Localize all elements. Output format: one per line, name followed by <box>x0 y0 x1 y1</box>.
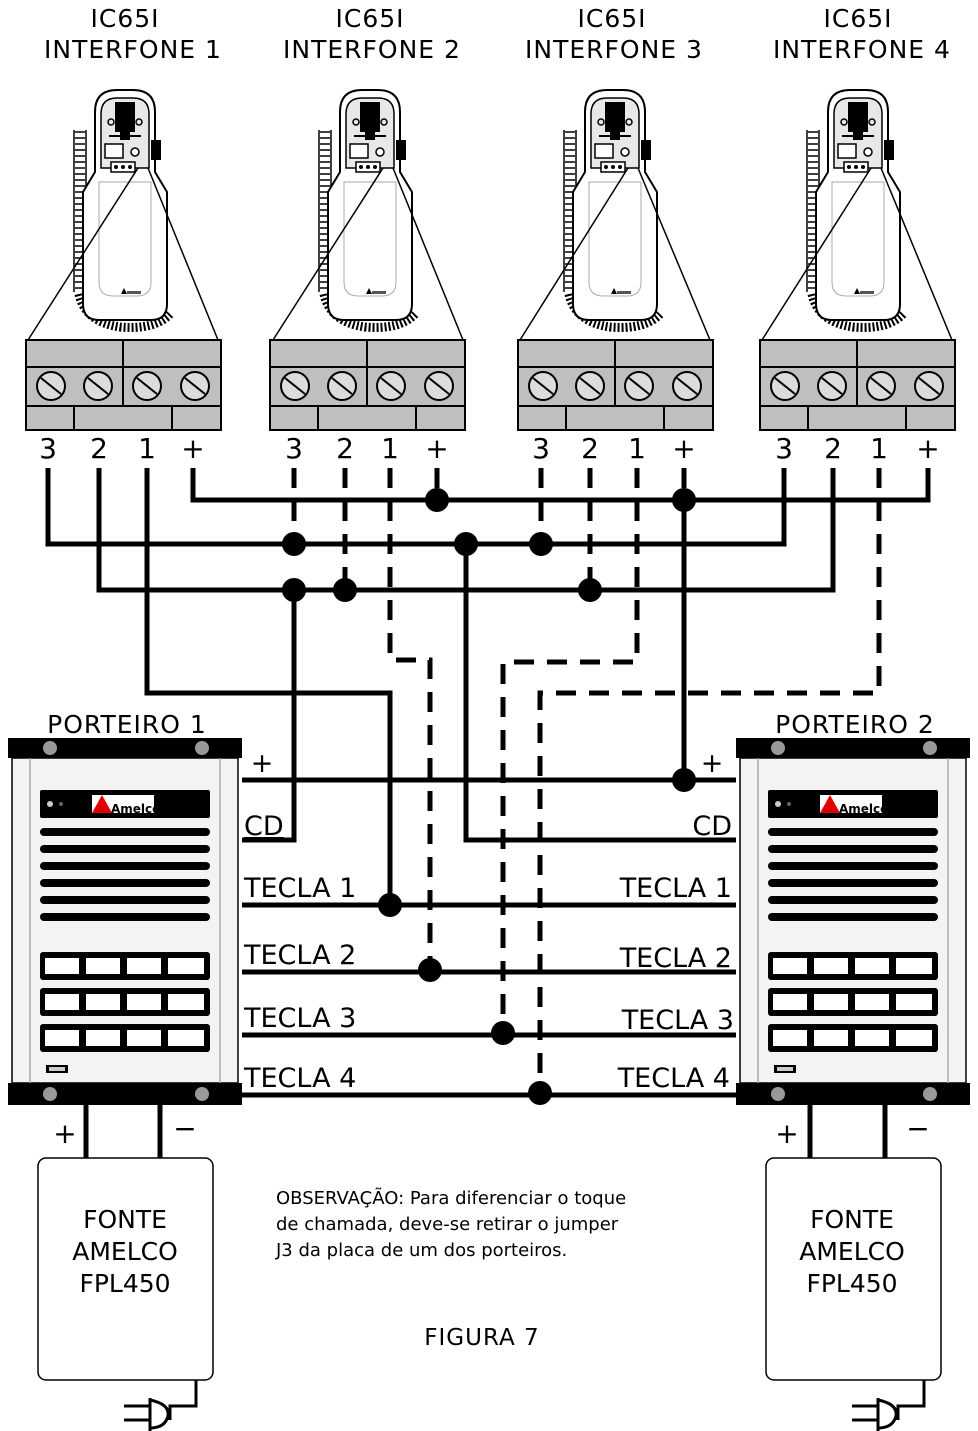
note-line-2: de chamada, deve-se retirar o jumper <box>276 1214 619 1235</box>
wire-3-bus <box>45 468 787 547</box>
porteiro-2-brand: Amelco <box>839 802 888 816</box>
fonte-2-minus-sign: − <box>906 1112 929 1145</box>
terminal-label: 3 <box>775 432 793 465</box>
junction-dot <box>378 893 402 917</box>
observation-note: OBSERVAÇÃO: Para diferenciar o toque de … <box>275 1187 626 1261</box>
fonte-2-plus-sign: + <box>775 1117 798 1150</box>
terminal-labels: 3 2 1 + 3 2 1 + 3 2 1 + 3 2 1 + <box>39 432 940 465</box>
terminal-label: + <box>181 432 204 465</box>
junction-dot <box>578 578 602 602</box>
terminal-label: + <box>425 432 448 465</box>
interfone-4-model: IC65I <box>823 4 892 33</box>
interfone-3-model: IC65I <box>577 4 646 33</box>
wire-1-interfone-3 <box>500 468 640 1033</box>
junction-dot <box>454 532 478 556</box>
junction-dot <box>282 578 306 602</box>
fonte-1: FONTE AMELCO FPL450 <box>37 1157 214 1431</box>
terminal-label: 3 <box>39 432 57 465</box>
interfone-2-name: INTERFONE 2 <box>283 35 461 64</box>
terminal-block-2 <box>269 339 466 431</box>
bus-labels: + + CD CD TECLA 1 TECLA 1 TECLA 2 TECLA … <box>243 748 734 1094</box>
label-tecla-3-right: TECLA 3 <box>621 1005 734 1036</box>
label-tecla-3-left: TECLA 3 <box>243 1003 356 1034</box>
label-tecla-2-left: TECLA 2 <box>243 940 356 971</box>
note-line-1: OBSERVAÇÃO: Para diferenciar o toque <box>276 1187 626 1209</box>
terminal-label: 1 <box>138 432 156 465</box>
porteiro-1-brand: Amelco <box>111 802 160 816</box>
interfone-2-model: IC65I <box>335 4 404 33</box>
junction-dot <box>333 578 357 602</box>
wire-2-bus <box>96 468 836 593</box>
terminal-label: + <box>672 432 695 465</box>
plug-icon <box>124 1380 198 1431</box>
terminal-label: 3 <box>285 432 303 465</box>
fonte-1-line3: FPL450 <box>79 1269 170 1298</box>
terminal-label: 2 <box>90 432 108 465</box>
label-tecla-1-left: TECLA 1 <box>243 873 356 904</box>
junction-dot <box>418 958 442 982</box>
fonte-1-line1: FONTE <box>83 1205 167 1234</box>
terminal-label: + <box>916 432 939 465</box>
terminal-block-3 <box>517 339 714 431</box>
porteiro-1: PORTEIRO 1 Amelco <box>7 710 243 1106</box>
fonte-1-line2: AMELCO <box>72 1237 178 1266</box>
terminal-label: 1 <box>381 432 399 465</box>
interfone-1 <box>25 90 222 431</box>
label-cd-right: CD <box>692 811 732 842</box>
interfone-1-name: INTERFONE 1 <box>44 35 222 64</box>
terminal-label: 2 <box>581 432 599 465</box>
fonte-2-line2: AMELCO <box>799 1237 905 1266</box>
terminal-label: 1 <box>870 432 888 465</box>
interfone-2 <box>269 90 466 431</box>
label-tecla-1-right: TECLA 1 <box>619 873 732 904</box>
label-plus-left: + <box>251 748 274 779</box>
wire-cd-porteiro-1 <box>242 590 297 843</box>
fonte-1-plus-sign: + <box>53 1117 76 1150</box>
wire-1-interfone-4 <box>537 468 882 1093</box>
figure-label: FIGURA 7 <box>424 1325 539 1351</box>
porteiro-2: PORTEIRO 2 Amelco <box>735 710 971 1106</box>
fonte-2-line3: FPL450 <box>806 1269 897 1298</box>
junction-dot <box>672 768 696 792</box>
fonte-2-line1: FONTE <box>810 1205 894 1234</box>
label-tecla-4-right: TECLA 4 <box>617 1063 730 1094</box>
terminal-block-4 <box>759 339 956 431</box>
wire-1-interfone-2 <box>387 468 433 970</box>
supply-wiring: + − + − <box>53 1105 930 1158</box>
terminal-label: 2 <box>824 432 842 465</box>
junction-dot <box>282 532 306 556</box>
interfone-3-name: INTERFONE 3 <box>525 35 703 64</box>
label-tecla-2-right: TECLA 2 <box>619 943 732 974</box>
fonte-2: FONTE AMELCO FPL450 <box>765 1157 942 1431</box>
wire-plus-bus <box>190 468 931 503</box>
interfone-4-name: INTERFONE 4 <box>773 35 951 64</box>
terminal-label: 3 <box>532 432 550 465</box>
junction-dot <box>491 1021 515 1045</box>
junction-dot <box>528 1081 552 1105</box>
interfone-titles: IC65I INTERFONE 1 IC65I INTERFONE 2 IC65… <box>44 4 951 64</box>
terminal-label: 1 <box>628 432 646 465</box>
wire-cd-porteiro-2 <box>463 544 736 843</box>
porteiro-2-name: PORTEIRO 2 <box>775 710 935 739</box>
porteiro-1-name: PORTEIRO 1 <box>47 710 207 739</box>
note-line-3: J3 da placa de um dos porteiros. <box>275 1240 567 1261</box>
wiring <box>45 468 931 1105</box>
junction-dot <box>425 488 449 512</box>
plug-icon <box>852 1380 926 1431</box>
junction-dot <box>529 532 553 556</box>
terminal-block-1 <box>25 339 222 431</box>
label-cd-left: CD <box>244 811 284 842</box>
terminal-label: 2 <box>336 432 354 465</box>
interfone-4 <box>759 90 956 431</box>
interfone-3 <box>517 90 714 431</box>
label-plus-right: + <box>701 748 724 779</box>
wire-1-interfone-1 <box>144 468 393 905</box>
label-tecla-4-left: TECLA 4 <box>243 1063 356 1094</box>
fonte-1-minus-sign: − <box>173 1112 196 1145</box>
junction-dot <box>672 488 696 512</box>
interfone-1-model: IC65I <box>90 4 159 33</box>
